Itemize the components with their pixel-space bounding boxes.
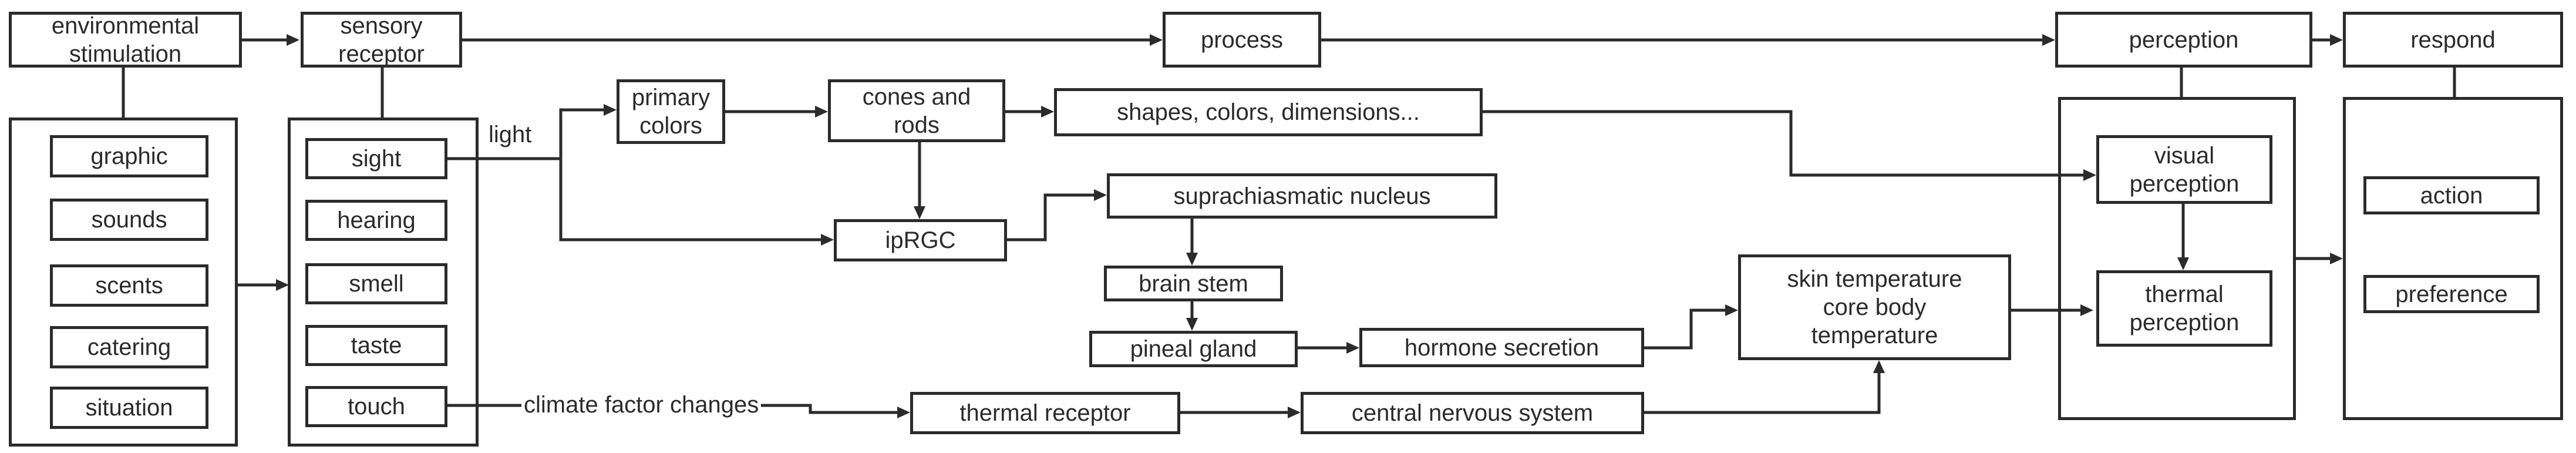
arrowhead: [1186, 318, 1198, 331]
node-smell: smell: [305, 263, 447, 304]
node-graphic: graphic: [50, 135, 208, 177]
arrowhead: [1094, 189, 1107, 201]
node-iprgc: ipRGC: [834, 219, 1007, 261]
node-touch: touch: [305, 386, 447, 427]
arrowhead: [897, 407, 910, 418]
arrowhead: [2177, 257, 2189, 270]
node-thermal-perception: thermal perception: [2096, 270, 2272, 347]
node-taste: taste: [305, 325, 447, 366]
arrowhead: [1873, 360, 1885, 373]
edge-label-climate-factor-changes: climate factor changes: [521, 391, 762, 419]
node-central-nervous-system: central nervous system: [1301, 392, 1644, 434]
node-action: action: [2363, 176, 2540, 214]
node-catering: catering: [50, 326, 208, 368]
edge-iprgc-to-scn: [1007, 193, 1104, 241]
node-perception: perception: [2055, 12, 2312, 68]
arrowhead: [821, 234, 834, 246]
node-sensory-receptor: sensory receptor: [301, 12, 462, 68]
node-respond: respond: [2343, 12, 2563, 68]
arrowhead: [2042, 34, 2055, 46]
arrowhead: [914, 206, 925, 219]
node-cones-and-rods: cones and rods: [828, 79, 1005, 142]
arrowhead: [287, 34, 299, 46]
arrowhead: [2083, 169, 2096, 181]
respond-container: [2343, 97, 2563, 420]
node-hearing: hearing: [305, 200, 447, 241]
arrowhead: [604, 104, 617, 116]
node-visual-perception: visual perception: [2096, 135, 2272, 204]
edge-branch-up: [559, 108, 614, 159]
node-pineal-gland: pineal gland: [1089, 331, 1298, 367]
node-preference: preference: [2363, 275, 2540, 313]
arrowhead: [1041, 106, 1054, 118]
arrowhead: [1288, 407, 1301, 418]
arrowhead: [1150, 34, 1163, 46]
arrowhead: [1346, 342, 1359, 354]
edge-branch-down: [559, 159, 831, 241]
edge-shapes-to-visual: [1483, 110, 2093, 177]
node-skin-core-temperature: skin temperature core body temperature: [1738, 254, 2011, 360]
node-process: process: [1163, 12, 1321, 68]
node-shapes-colors-dimensions: shapes, colors, dimensions...: [1054, 88, 1483, 136]
edge-hormone-to-temp: [1644, 308, 1735, 350]
arrowhead: [276, 279, 289, 291]
edge-cns-to-temp: [1644, 363, 1881, 414]
senses-container: [288, 118, 479, 447]
node-thermal-receptor: thermal receptor: [910, 392, 1180, 434]
node-situation: situation: [50, 387, 208, 429]
stimuli-container: [9, 118, 238, 447]
arrowhead: [1725, 304, 1738, 316]
edge-label-light: light: [486, 120, 534, 149]
node-sounds: sounds: [50, 199, 208, 241]
node-hormone-secretion: hormone secretion: [1359, 328, 1644, 367]
node-brain-stem: brain stem: [1104, 266, 1283, 301]
node-suprachiasmatic-nucleus: suprachiasmatic nucleus: [1107, 173, 1497, 219]
arrowhead: [2330, 34, 2343, 46]
arrowhead: [2330, 253, 2343, 264]
node-sight: sight: [305, 138, 447, 179]
node-scents: scents: [50, 264, 208, 307]
perception-container: [2058, 97, 2296, 420]
node-environmental-stimulation: environmental stimulation: [9, 12, 242, 68]
arrowhead: [815, 106, 828, 118]
arrowhead: [1186, 253, 1198, 266]
node-primary-colors: primary colors: [617, 79, 725, 144]
arrowhead: [2080, 304, 2093, 316]
